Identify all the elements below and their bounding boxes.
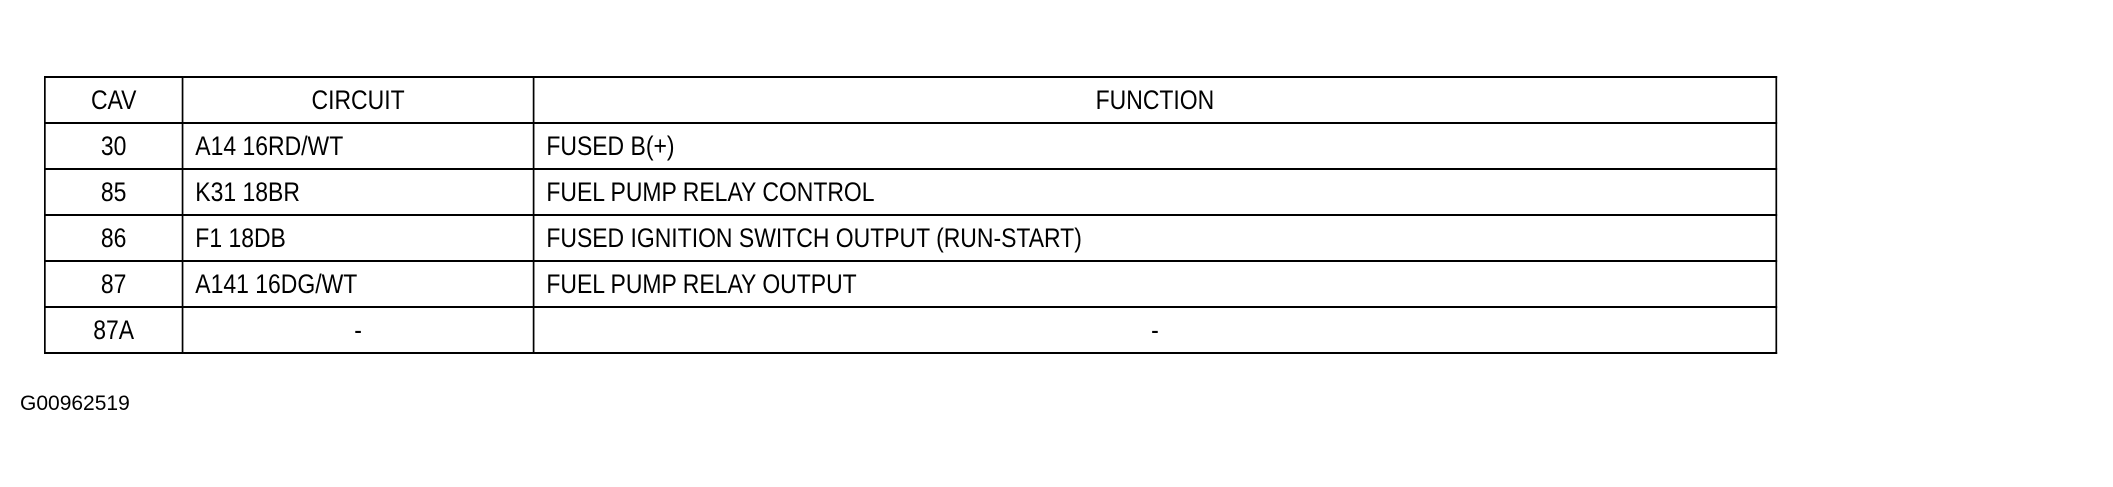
cell-function: FUEL PUMP RELAY CONTROL bbox=[532, 168, 1778, 216]
header-function: FUNCTION bbox=[532, 76, 1778, 124]
table-row: 87A - - bbox=[43, 306, 1778, 354]
header-row: CAV CIRCUIT FUNCTION bbox=[43, 76, 1778, 124]
connector-pinout-table: CAV CIRCUIT FUNCTION 30 A14 16RD/WT FUSE… bbox=[43, 76, 1778, 354]
cell-circuit: A14 16RD/WT bbox=[181, 122, 535, 170]
header-cav: CAV bbox=[43, 76, 184, 124]
cell-cav: 87 bbox=[43, 260, 184, 308]
figure-id: G00962519 bbox=[20, 392, 130, 415]
table-body: 30 A14 16RD/WT FUSED B(+) 85 K31 18BR FU… bbox=[43, 122, 1778, 354]
cell-function: FUSED B(+) bbox=[532, 122, 1778, 170]
table-row: 87 A141 16DG/WT FUEL PUMP RELAY OUTPUT bbox=[43, 260, 1778, 308]
cell-function: - bbox=[532, 306, 1778, 354]
cell-cav: 30 bbox=[43, 122, 184, 170]
cell-cav: 86 bbox=[43, 214, 184, 262]
table-header: CAV CIRCUIT FUNCTION bbox=[43, 76, 1778, 124]
cell-circuit: K31 18BR bbox=[181, 168, 535, 216]
cell-circuit: A141 16DG/WT bbox=[181, 260, 535, 308]
cell-function: FUEL PUMP RELAY OUTPUT bbox=[532, 260, 1778, 308]
cell-function: FUSED IGNITION SWITCH OUTPUT (RUN-START) bbox=[532, 214, 1778, 262]
table-row: 85 K31 18BR FUEL PUMP RELAY CONTROL bbox=[43, 168, 1778, 216]
cell-cav: 87A bbox=[43, 306, 184, 354]
table-row: 30 A14 16RD/WT FUSED B(+) bbox=[43, 122, 1778, 170]
header-circuit: CIRCUIT bbox=[181, 76, 535, 124]
cell-circuit: - bbox=[181, 306, 535, 354]
cell-circuit: F1 18DB bbox=[181, 214, 535, 262]
table-row: 86 F1 18DB FUSED IGNITION SWITCH OUTPUT … bbox=[43, 214, 1778, 262]
cell-cav: 85 bbox=[43, 168, 184, 216]
